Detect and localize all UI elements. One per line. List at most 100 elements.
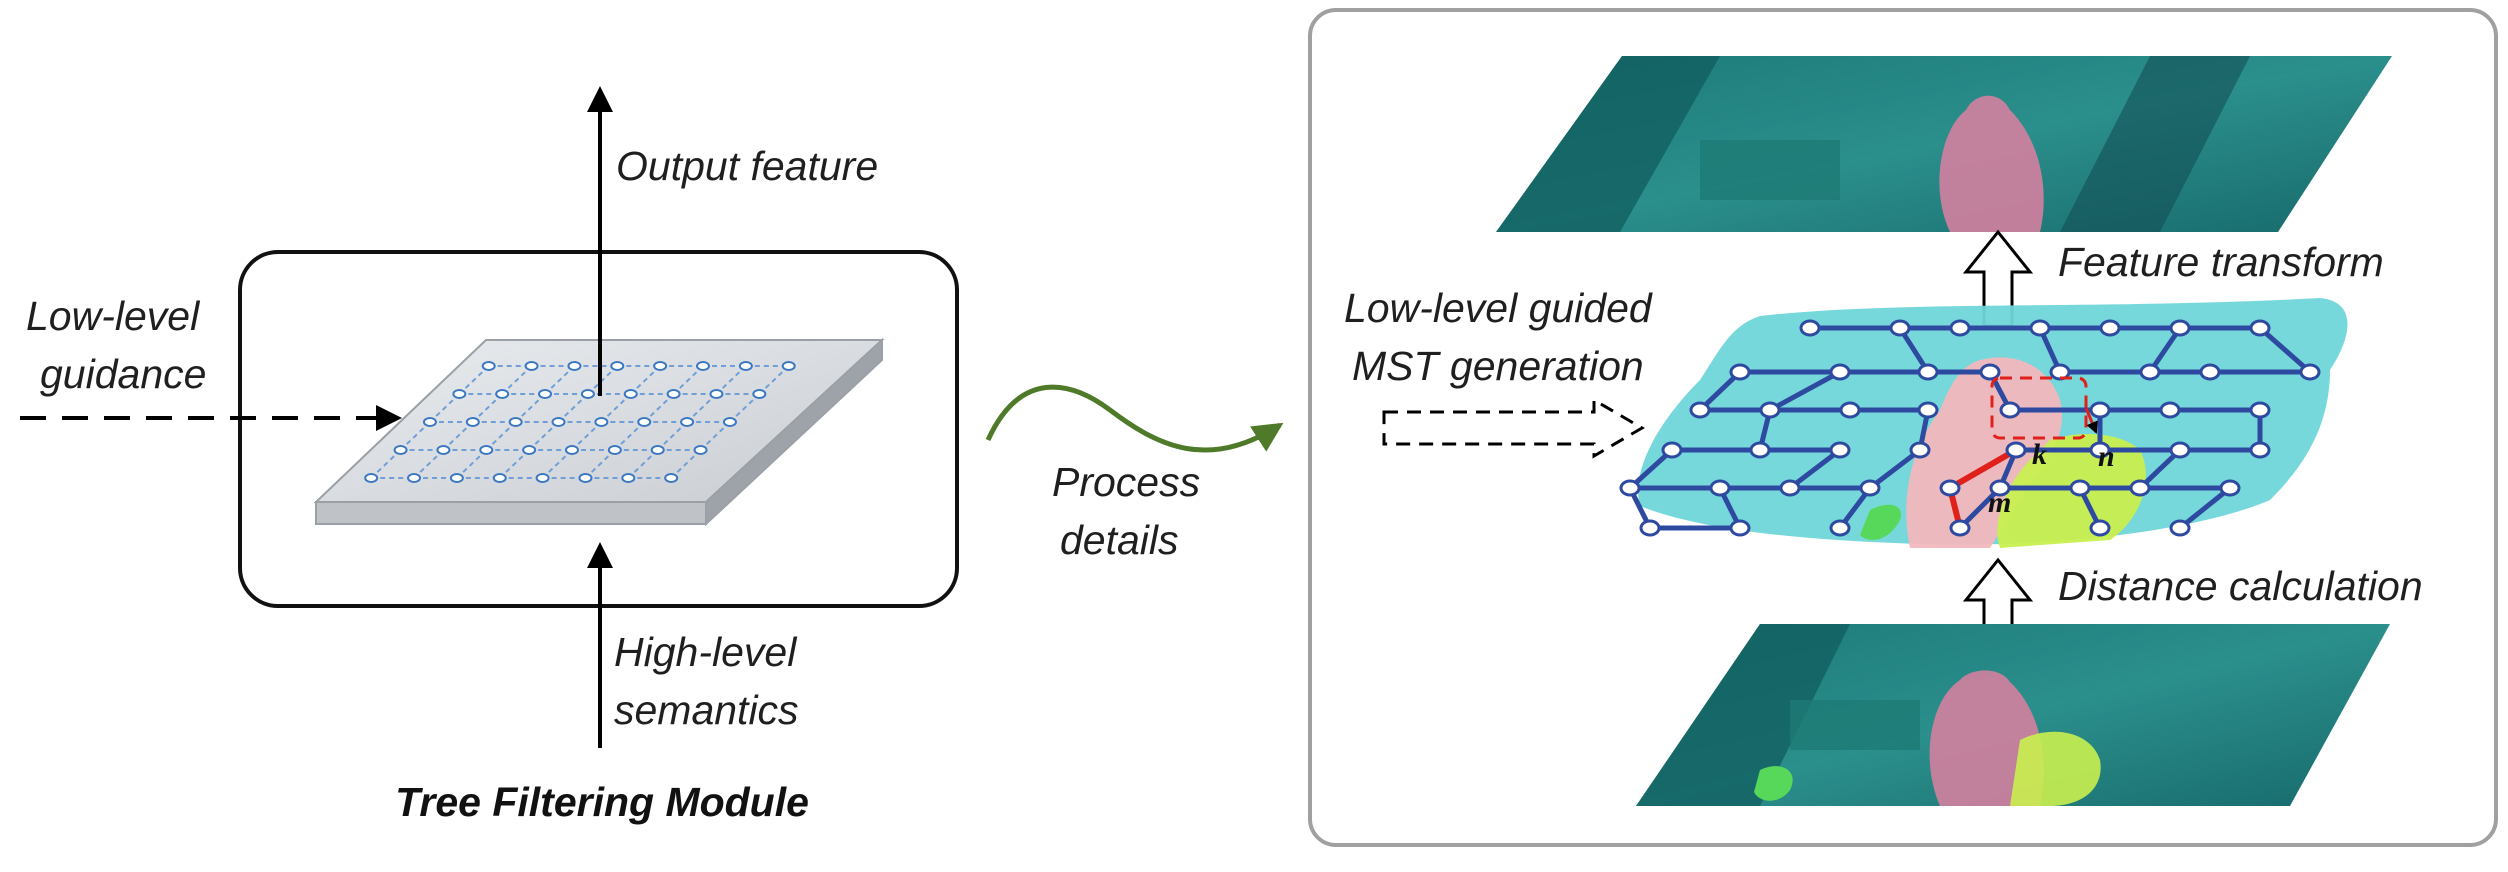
tree-node [2089,401,2111,419]
grid-edge [399,421,431,451]
tree-node [2159,401,2181,419]
left-panel: Output feature Low-level guidance High-l… [20,86,959,825]
grid-node [364,473,379,483]
node-label-n: n [2098,440,2115,473]
grid-edge [528,421,560,451]
grid-node [610,361,625,371]
grid-edge [499,449,530,479]
grid-edge [571,421,603,451]
grid-node [650,445,665,455]
grid-edge [600,393,632,423]
tree-node [1909,441,1931,459]
guidance-label-line1: Low-level [26,293,201,339]
tree-node [1799,319,1821,337]
pink-region [1906,357,2062,548]
tree-edge [1768,369,1842,413]
grid-node [578,473,593,483]
grid-node [551,417,566,427]
tree-node [2005,441,2027,459]
node-label-m: m [1988,486,2011,519]
grid-node [594,417,609,427]
grid-edge [485,421,517,451]
grid-edge [627,449,659,479]
tree-node [2249,441,2271,459]
tree-node [1661,441,1683,459]
feature-transform-label: Feature transform [2058,239,2384,285]
process-details-box [1308,8,2498,847]
grid-edge [514,393,546,423]
grid-node [449,473,464,483]
mst-guidance-arrow [1382,397,1645,459]
mst-nodes [1619,319,2321,537]
grid-edge [699,421,731,451]
tree-node [2099,319,2121,337]
grid-node [422,417,437,427]
tree-node [1859,479,1881,497]
tree-node [2199,363,2221,381]
output-feature-label: Output feature [616,143,878,189]
grid-edge [544,365,576,395]
tree-node [2249,319,2271,337]
grid-node [538,389,553,399]
grid-node [492,473,507,483]
grid-node [393,445,408,455]
grid-node [465,417,480,427]
grid-edge [614,421,645,451]
tree-edge [2258,326,2312,374]
grid-node [693,445,708,455]
grid-node [781,361,796,371]
small-green-region [1860,504,1901,540]
grid-edge [584,449,616,479]
guidance-label-line2: guidance [40,351,206,397]
grid-node [738,361,753,371]
grid-edge [557,393,589,423]
grid-node [653,361,668,371]
grid-edge [472,393,503,423]
grid-node [623,389,638,399]
feature-plate [313,337,885,527]
grid-edge [370,449,402,479]
grid-edge [541,449,573,479]
grid-node [522,445,537,455]
grid-edge [429,393,461,423]
process-arrow [985,384,1284,453]
grid-node [508,417,523,427]
grid-edge [413,449,445,479]
tree-node [1949,319,1971,337]
tree-node [2029,319,2051,337]
tree-node [1639,519,1661,537]
output-feature-image [1496,56,2392,232]
tree-node [1889,319,1911,337]
tree-node [1619,479,1641,497]
grid-node [752,389,767,399]
grid-node [524,361,539,371]
grid-node [621,473,636,483]
grid-edge [456,449,487,479]
tree-node [2299,363,2321,381]
grid-edge [442,421,474,451]
grid-edge [758,365,790,395]
grid-node [452,389,467,399]
node-label-k: k [2032,438,2047,471]
grid-node [436,445,451,455]
tree-node [1979,363,2001,381]
grid-edge [501,365,533,395]
tree-node [1729,519,1751,537]
grid-node [709,389,724,399]
process-connector: Process details [985,384,1284,563]
distance-arrow [1962,557,2034,634]
tree-node [1939,479,1961,497]
module-caption: Tree Filtering Module [395,779,809,825]
grid-node [666,389,681,399]
tree-node [2069,479,2091,497]
process-label-line1: Process [1052,459,1200,505]
tree-node [1759,401,1781,419]
grid-node [664,473,679,483]
grid-edge [670,449,702,479]
tree-node [2169,519,2191,537]
tree-node [2169,319,2191,337]
plate-grid [364,361,796,483]
grid-edge [643,393,675,423]
tree-node [1949,519,1971,537]
